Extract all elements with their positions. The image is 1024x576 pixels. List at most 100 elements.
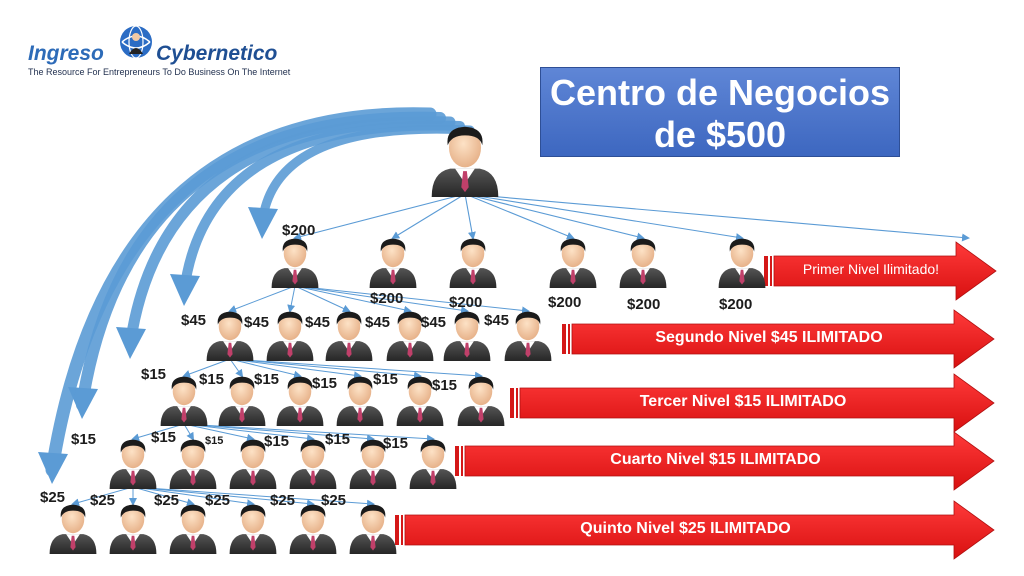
connection-line bbox=[132, 486, 375, 508]
level-value-label: $15 bbox=[71, 431, 97, 448]
person-icon bbox=[619, 238, 667, 288]
person-icon bbox=[369, 238, 417, 288]
level-value-label: $200 bbox=[548, 294, 582, 311]
person-icon bbox=[349, 504, 397, 554]
connection-line bbox=[294, 285, 469, 315]
level-value-label: $15 bbox=[141, 366, 167, 383]
globe-icon bbox=[120, 25, 152, 59]
connection-line bbox=[229, 358, 244, 378]
banner-stripe bbox=[455, 446, 459, 476]
level-value-label: $15 bbox=[373, 371, 399, 388]
banner-stripe bbox=[764, 256, 768, 286]
connection-line bbox=[464, 193, 970, 242]
level-value-label: $200 bbox=[449, 294, 483, 311]
level-value-label: $200 bbox=[627, 296, 661, 313]
person-icon bbox=[409, 439, 457, 489]
banner-stripe bbox=[510, 388, 514, 418]
banner-stripe bbox=[568, 324, 570, 354]
person-icon bbox=[449, 238, 497, 288]
level-value-label: $45 bbox=[305, 314, 331, 331]
connection-line bbox=[183, 423, 435, 443]
level-value-label: $15 bbox=[151, 429, 177, 446]
level-value-label: $15 bbox=[432, 377, 458, 394]
level-value-label: $200 bbox=[719, 296, 753, 313]
person-icon bbox=[431, 126, 499, 197]
level-value-label: $15 bbox=[325, 431, 351, 448]
banner-stripe bbox=[461, 446, 463, 476]
connection-line bbox=[183, 423, 375, 443]
person-icon bbox=[169, 504, 217, 554]
level-value-label: $45 bbox=[484, 312, 510, 329]
level-banners bbox=[395, 241, 997, 560]
level-value-label: $25 bbox=[321, 492, 347, 509]
level-value-label: $25 bbox=[205, 492, 231, 509]
connection-line bbox=[71, 486, 134, 507]
banner-stripe bbox=[770, 256, 772, 286]
return-curve bbox=[45, 107, 437, 477]
level-value-label: $15 bbox=[205, 435, 224, 447]
connection-line bbox=[229, 358, 362, 380]
level-value-label: $15 bbox=[312, 375, 338, 392]
level-banner-label: Cuarto Nivel $15 ILIMITADO bbox=[610, 451, 821, 468]
banner-stripe bbox=[401, 515, 403, 545]
person-icon bbox=[504, 311, 552, 361]
connection-line bbox=[229, 358, 302, 379]
logo: Ingreso Cybernetico The Resource For Ent… bbox=[26, 20, 290, 82]
level-banner-shape bbox=[464, 431, 995, 491]
connection-line bbox=[293, 193, 466, 241]
level-value-label: $15 bbox=[383, 435, 409, 452]
person-icon bbox=[718, 238, 766, 288]
level-value-label: $15 bbox=[199, 371, 225, 388]
title-box: Centro de Negocios de $500 bbox=[540, 67, 900, 157]
level-value-label: $15 bbox=[264, 433, 290, 450]
level-value-label: $200 bbox=[370, 290, 404, 307]
level-value-label: $25 bbox=[40, 489, 66, 506]
level-value-label: $45 bbox=[365, 314, 391, 331]
connection-line bbox=[131, 423, 185, 442]
person-icon bbox=[109, 439, 157, 489]
connection-line bbox=[464, 193, 476, 240]
connection-line bbox=[229, 358, 483, 380]
connection-line bbox=[464, 193, 744, 242]
level-value-label: $200 bbox=[282, 222, 316, 239]
return-curve-arrowhead bbox=[68, 387, 98, 419]
title-line-2: de $500 bbox=[653, 114, 787, 155]
level-banner-label: Quinto Nivel $25 ILIMITADO bbox=[580, 520, 791, 537]
level-banner-label: Segundo Nivel $45 ILIMITADO bbox=[655, 329, 883, 346]
connection-line bbox=[229, 358, 422, 380]
level-banner-shape bbox=[519, 373, 995, 433]
level-value-label: $45 bbox=[244, 314, 270, 331]
connection-line bbox=[228, 285, 296, 313]
person-icon bbox=[271, 238, 319, 288]
logo-word-cybernetico: Cybernetico bbox=[156, 42, 278, 65]
connection-line bbox=[464, 193, 575, 240]
banner-stripe bbox=[395, 515, 399, 545]
connection-line bbox=[183, 423, 315, 443]
connection-line bbox=[132, 486, 195, 507]
connection-line bbox=[391, 193, 466, 240]
level-value-label: $45 bbox=[421, 314, 447, 331]
level-value-label: $25 bbox=[270, 492, 296, 509]
connection-line bbox=[294, 285, 351, 313]
level-banner-label: Primer Nivel Ilimitado! bbox=[802, 261, 940, 277]
return-curve-arrowhead bbox=[116, 327, 146, 359]
person-icon bbox=[289, 504, 337, 554]
connection-line bbox=[464, 193, 645, 241]
level-banner-shape bbox=[571, 309, 995, 369]
connection-line bbox=[183, 423, 255, 442]
connection-line bbox=[132, 486, 315, 508]
level-banner-label: Tercer Nivel $15 ILIMITADO bbox=[639, 393, 847, 410]
banner-stripe bbox=[516, 388, 518, 418]
logo-word-ingreso: Ingreso bbox=[28, 42, 104, 65]
connection-line bbox=[287, 285, 296, 313]
level-banner-shape bbox=[404, 500, 995, 560]
connection-line bbox=[183, 423, 195, 441]
connection-lines bbox=[71, 193, 970, 508]
return-curves bbox=[38, 107, 475, 484]
level-value-label: $25 bbox=[90, 492, 116, 509]
return-curve-arrowhead bbox=[38, 452, 68, 484]
return-curve-arrowhead bbox=[170, 274, 200, 306]
level-banner-shape bbox=[773, 241, 997, 301]
